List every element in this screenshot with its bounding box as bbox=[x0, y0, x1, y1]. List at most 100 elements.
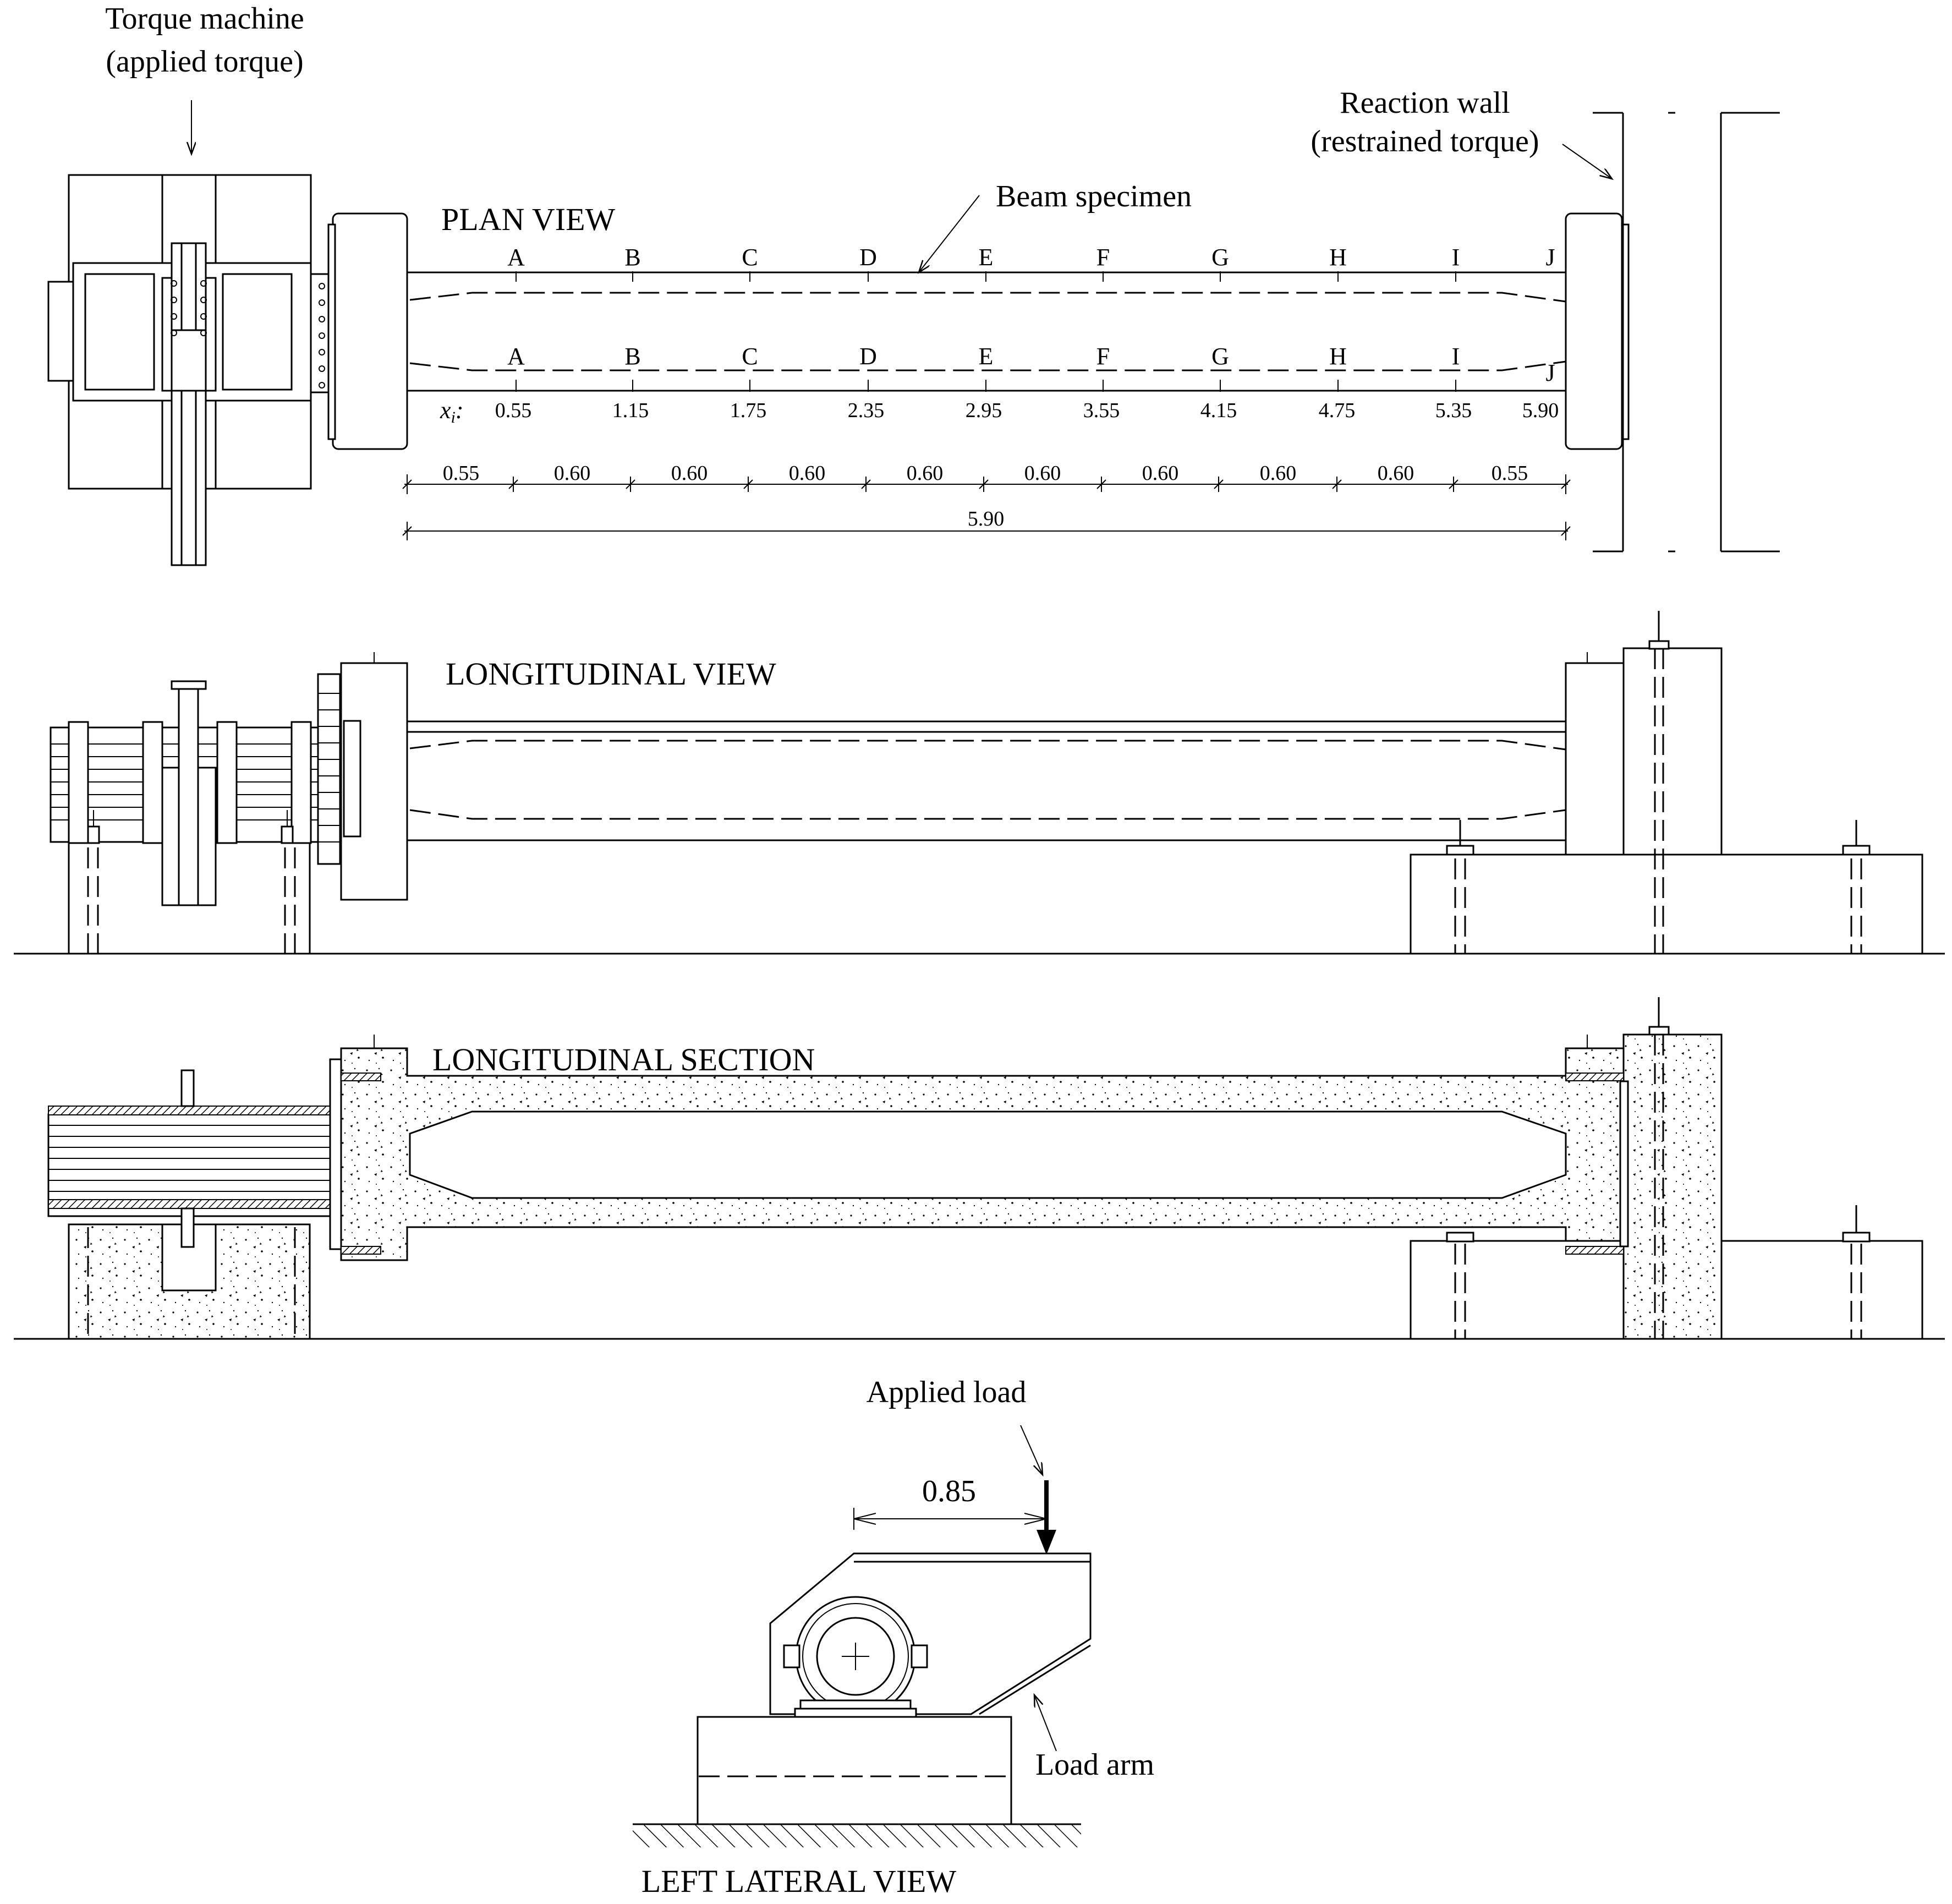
xi-value-i: 5.35 bbox=[1435, 399, 1472, 422]
svg-text:G: G bbox=[1211, 244, 1229, 271]
svg-text:E: E bbox=[979, 244, 994, 271]
torque-machine-label: Torque machine bbox=[105, 2, 304, 36]
svg-text:F: F bbox=[1096, 244, 1110, 271]
svg-text:F: F bbox=[1096, 343, 1110, 370]
svg-text:D: D bbox=[859, 244, 877, 271]
svg-text:B: B bbox=[624, 244, 640, 271]
longitudinal-section: LONGITUDINAL SECTION bbox=[14, 997, 1945, 1340]
beam-section-void bbox=[409, 1110, 1567, 1199]
spacing-value-7: 0.60 bbox=[1142, 462, 1179, 485]
section-marker-g-top: G bbox=[1211, 244, 1229, 282]
spacing-value-2: 0.60 bbox=[554, 462, 591, 485]
svg-text:C: C bbox=[742, 244, 758, 271]
section-marker-i-top: I bbox=[1452, 244, 1460, 282]
reaction-wall-plan bbox=[1593, 112, 1780, 552]
spacing-value-4: 0.60 bbox=[789, 462, 826, 485]
longitudinal-view-title: LONGITUDINAL VIEW bbox=[446, 656, 776, 692]
section-markers-top: A B C D E F G H I J bbox=[507, 244, 1555, 282]
torque-machine-plan bbox=[47, 174, 334, 566]
svg-text:D: D bbox=[859, 343, 877, 370]
plan-view-title: PLAN VIEW bbox=[441, 201, 616, 237]
applied-load-label: Applied load bbox=[867, 1375, 1027, 1409]
right-support-view bbox=[1410, 611, 1923, 955]
spacing-value-10: 0.55 bbox=[1492, 462, 1528, 485]
svg-text:A: A bbox=[507, 244, 525, 271]
svg-text:J: J bbox=[1545, 359, 1555, 386]
left-end-plate-plan bbox=[327, 223, 336, 440]
left-lateral-view-title: LEFT LATERAL VIEW bbox=[641, 1863, 957, 1899]
section-marker-a-bottom: A bbox=[507, 343, 525, 392]
section-marker-b-top: B bbox=[624, 244, 641, 282]
section-position-row: xi: 0.55 1.15 1.75 2.35 2.95 3.55 4.15 4… bbox=[440, 397, 1559, 426]
section-marker-j-top: J bbox=[1545, 244, 1555, 271]
total-length-dimension-line: 5.90 bbox=[402, 507, 1571, 540]
applied-load-arrow bbox=[1020, 1425, 1043, 1475]
spacing-value-5: 0.60 bbox=[907, 462, 944, 485]
xi-label: xi: bbox=[440, 397, 464, 426]
left-end-block-plan bbox=[332, 212, 408, 450]
xi-value-j: 5.90 bbox=[1522, 399, 1559, 422]
section-marker-b-bottom: B bbox=[624, 343, 641, 392]
svg-text:I: I bbox=[1452, 343, 1460, 370]
svg-text:I: I bbox=[1452, 244, 1460, 271]
xi-value-e: 2.95 bbox=[966, 399, 1002, 422]
xi-value-f: 3.55 bbox=[1083, 399, 1120, 422]
beam-inner-void-top-view bbox=[409, 740, 1566, 751]
svg-text:J: J bbox=[1545, 244, 1555, 271]
svg-text:B: B bbox=[624, 343, 640, 370]
xi-value-a: 0.55 bbox=[495, 399, 532, 422]
xi-value-d: 2.35 bbox=[848, 399, 885, 422]
left-lateral-view: Applied load 0.85 Load arm bbox=[633, 1375, 1154, 1899]
right-support-section bbox=[1410, 997, 1923, 1340]
section-marker-e-top: E bbox=[979, 244, 994, 282]
beam-inner-void-bottom-view bbox=[409, 809, 1566, 820]
section-marker-a-top: A bbox=[507, 244, 525, 282]
longitudinal-view: LONGITUDINAL VIEW bbox=[14, 611, 1945, 955]
section-marker-j-bottom: J bbox=[1545, 359, 1555, 386]
section-marker-c-bottom: C bbox=[742, 343, 758, 392]
section-marker-h-top: H bbox=[1329, 244, 1347, 282]
load-arm-label: Load arm bbox=[1035, 1748, 1154, 1782]
svg-text:H: H bbox=[1329, 343, 1347, 370]
section-marker-h-bottom: H bbox=[1329, 343, 1347, 392]
restrained-torque-label: (restrained torque) bbox=[1311, 124, 1539, 158]
section-marker-f-top: F bbox=[1096, 244, 1110, 282]
section-markers-bottom: A B C D E F G H I J bbox=[507, 343, 1555, 392]
reaction-wall-label: Reaction wall bbox=[1340, 86, 1510, 120]
svg-text:C: C bbox=[742, 343, 758, 370]
section-marker-f-bottom: F bbox=[1096, 343, 1110, 392]
spacing-dimension-line: 0.55 0.60 0.60 0.60 0.60 0.60 0.60 0.60 … bbox=[402, 462, 1571, 494]
xi-value-g: 4.15 bbox=[1200, 399, 1237, 422]
torque-machine-elevation bbox=[50, 673, 341, 955]
section-marker-d-top: D bbox=[859, 244, 877, 282]
section-marker-i-bottom: I bbox=[1452, 343, 1460, 392]
plan-view: PLAN VIEW bbox=[47, 112, 1780, 566]
beam-inner-void-bottom-plan bbox=[409, 360, 1566, 371]
xi-value-h: 4.75 bbox=[1319, 399, 1356, 422]
beam-specimen-arrow bbox=[919, 195, 980, 272]
xi-value-b: 1.15 bbox=[612, 399, 649, 422]
xi-value-c: 1.75 bbox=[730, 399, 767, 422]
reaction-wall-arrow bbox=[1562, 144, 1612, 179]
beam-inner-void-top-plan bbox=[409, 292, 1566, 303]
spacing-value-1: 0.55 bbox=[443, 462, 480, 485]
longitudinal-section-title: LONGITUDINAL SECTION bbox=[432, 1042, 815, 1077]
svg-text:E: E bbox=[979, 343, 994, 370]
section-marker-d-bottom: D bbox=[859, 343, 877, 392]
svg-text:A: A bbox=[507, 343, 525, 370]
spacing-value-3: 0.60 bbox=[671, 462, 708, 485]
beam-specimen-label: Beam specimen bbox=[996, 179, 1192, 214]
svg-text:H: H bbox=[1329, 244, 1347, 271]
spacing-value-9: 0.60 bbox=[1378, 462, 1414, 485]
section-marker-e-bottom: E bbox=[979, 343, 994, 392]
left-end-bracket-view bbox=[343, 720, 361, 838]
section-marker-g-bottom: G bbox=[1211, 343, 1229, 392]
left-end-plate-section bbox=[329, 1058, 342, 1250]
load-arm-dimension-value: 0.85 bbox=[922, 1474, 976, 1508]
spacing-value-8: 0.60 bbox=[1260, 462, 1297, 485]
applied-torque-label: (applied torque) bbox=[106, 45, 303, 79]
section-marker-c-top: C bbox=[742, 244, 758, 282]
spacing-value-6: 0.60 bbox=[1024, 462, 1061, 485]
total-length-value: 5.90 bbox=[968, 507, 1005, 530]
